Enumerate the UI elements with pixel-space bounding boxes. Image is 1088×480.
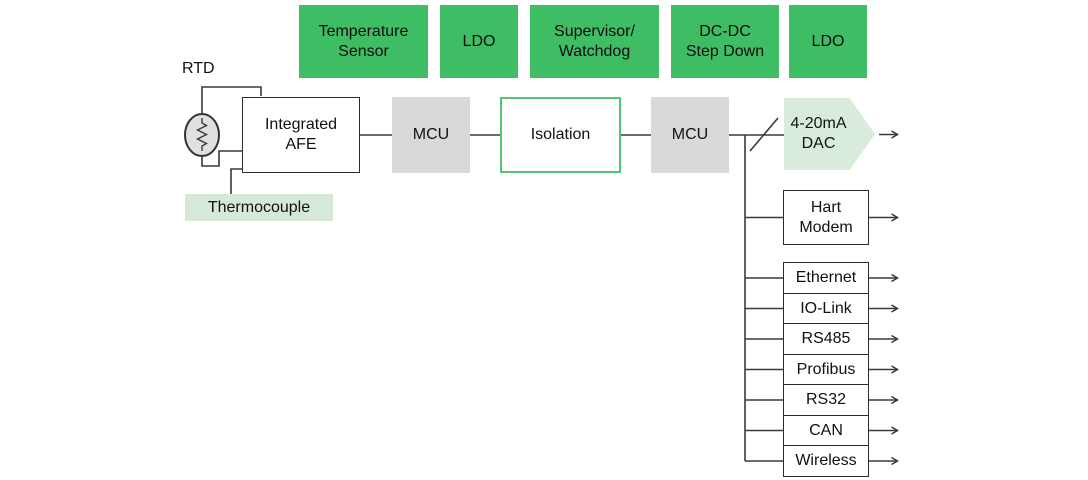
bus-width-slash — [749, 117, 779, 152]
afe-block: Integrated AFE — [242, 97, 360, 173]
mcu-right-block: MCU — [651, 97, 729, 173]
protocol-profibus: Profibus — [783, 353, 869, 386]
rtd-label: RTD — [182, 60, 215, 77]
rtd-symbol — [184, 113, 220, 157]
mcu-left-block: MCU — [392, 97, 470, 173]
protocol-rs32: RS32 — [783, 384, 869, 416]
isolation-block: Isolation — [500, 97, 621, 173]
resistor-icon — [195, 118, 209, 151]
thermocouple-block: Thermocouple — [185, 194, 333, 221]
power-block-temperature-sensor: Temperature Sensor — [299, 5, 428, 78]
protocol-ethernet: Ethernet — [783, 262, 869, 294]
wire-rtd-bottom — [201, 150, 242, 167]
wire-thermocouple — [230, 168, 242, 194]
protocol-wireless: Wireless — [783, 445, 869, 477]
power-block-ldo-1: LDO — [440, 5, 518, 78]
dac-block: 4-20mA DAC — [784, 98, 875, 170]
hart-modem-block: Hart Modem — [783, 190, 869, 245]
protocol-rs485: RS485 — [783, 323, 869, 355]
protocol-io-link: IO-Link — [783, 292, 869, 325]
protocol-can: CAN — [783, 414, 869, 447]
protocol-stack: Ethernet IO-Link RS485 Profibus RS32 CAN… — [783, 262, 869, 477]
power-block-dcdc-step-down: DC-DC Step Down — [671, 5, 779, 78]
power-block-ldo-2: LDO — [789, 5, 867, 78]
power-block-supervisor-watchdog: Supervisor/ Watchdog — [530, 5, 659, 78]
